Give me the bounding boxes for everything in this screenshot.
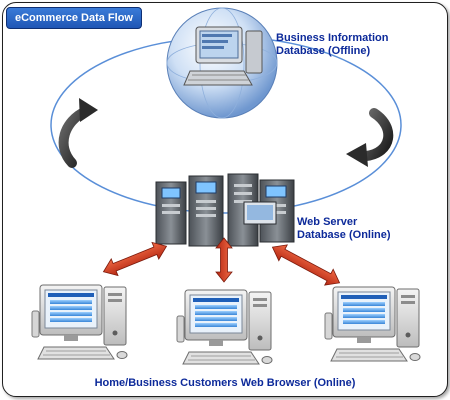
cycle-arrow-icon	[58, 98, 98, 168]
web-server-label: Web Server Database (Online)	[297, 216, 391, 242]
globe-computer-icon	[166, 7, 278, 119]
desktop-computer-icon	[176, 289, 273, 365]
business-db-label-line1: Business Information	[276, 32, 389, 44]
double-arrow-icon	[271, 244, 341, 286]
desktop-computer-icon	[31, 284, 128, 360]
desktop-computer-icon	[324, 286, 421, 362]
server-rack-icon	[155, 173, 295, 247]
customers-label: Home/Business Customers Web Browser (Onl…	[94, 377, 356, 389]
web-server-label-line1: Web Server	[297, 216, 358, 228]
double-arrow-icon	[102, 241, 168, 277]
web-server-label-line2: Database (Online)	[297, 229, 391, 241]
business-db-label: Business Information Database (Offline)	[276, 32, 388, 58]
business-db-label-line2: Database (Offline)	[276, 45, 371, 57]
double-arrow-icon	[215, 237, 233, 283]
cycle-arrow-icon	[346, 108, 394, 167]
diagram-title: eCommerce Data Flow	[6, 7, 142, 29]
